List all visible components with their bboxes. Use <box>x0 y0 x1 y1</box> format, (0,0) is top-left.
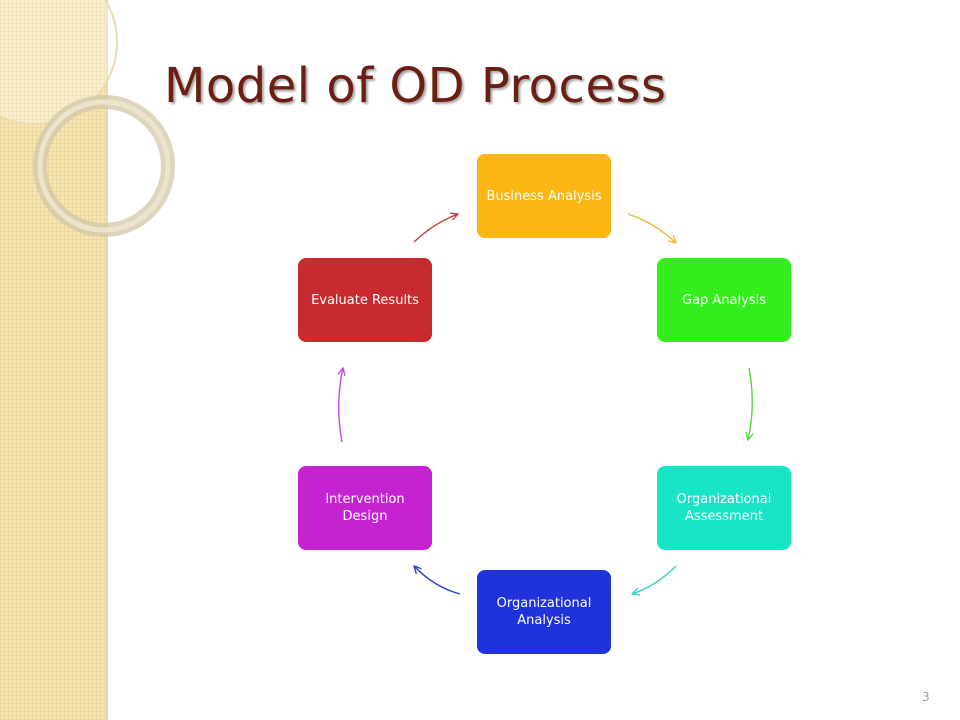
arrow-analysis-to-intervention <box>414 566 461 595</box>
slide-title: Model of OD Process <box>164 58 667 114</box>
cycle-node-label: Business Analysis <box>486 188 602 204</box>
cycle-node-gap-analysis: Gap Analysis <box>657 258 791 342</box>
cycle-node-label: Organizational Assessment <box>676 492 772 524</box>
cycle-node-label: Gap Analysis <box>682 292 766 308</box>
arrow-evaluate-to-business <box>413 214 458 243</box>
cycle-node-intervention-design: Intervention Design <box>298 466 432 550</box>
cycle-node-label: Evaluate Results <box>311 292 419 308</box>
arrow-assessment-to-analysis <box>632 565 677 594</box>
cycle-node-organizational-analysis: Organizational Analysis <box>477 570 611 654</box>
cycle-node-evaluate-results: Evaluate Results <box>298 258 432 342</box>
cycle-node-business-analysis: Business Analysis <box>477 154 611 238</box>
cycle-node-label: Intervention Design <box>325 492 405 524</box>
cycle-node-label: Organizational Analysis <box>496 596 592 628</box>
slide-page-number: 3 <box>922 690 930 704</box>
arrow-business-to-gap <box>627 213 676 243</box>
arrow-intervention-to-evaluate <box>339 368 343 443</box>
cycle-node-organizational-assessment: Organizational Assessment <box>657 466 791 550</box>
arrow-gap-to-assessment <box>748 367 752 440</box>
